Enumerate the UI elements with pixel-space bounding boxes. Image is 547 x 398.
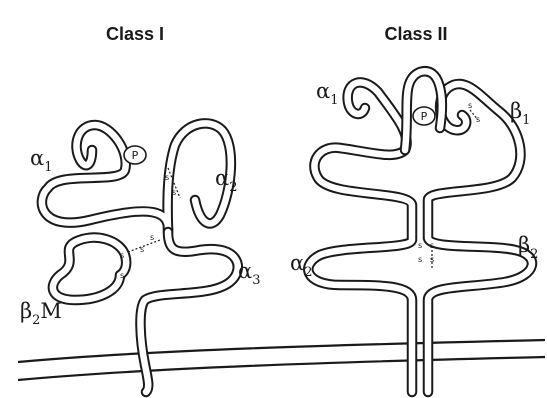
class-i-title: Class I (106, 24, 164, 44)
cell-membrane (18, 340, 545, 380)
class-i-s3: s (120, 251, 124, 260)
class-ii-s3: s (430, 241, 434, 250)
class-ii-title: Class II (384, 24, 447, 44)
class-i-peptide: P (124, 146, 146, 164)
class-ii-peptide: P (413, 107, 435, 125)
class-i-s6: s (150, 233, 154, 242)
class-ii-s2: s (418, 255, 422, 264)
class-i-peptide-label: P (132, 149, 139, 162)
class-ii-s1: s (418, 241, 422, 250)
class-ii-label-alpha1: α1 (316, 79, 338, 108)
class-i-s1: s (165, 173, 169, 182)
class-i-label-alpha1: α1 (30, 146, 52, 175)
class-ii-label-alpha2: α2 (290, 251, 312, 280)
class-ii-s6: s (476, 115, 480, 124)
class-i-alpha1-alpha2-domains (42, 123, 231, 232)
class-i-label-b2m: β2M (20, 299, 62, 328)
class-ii-s5: s (468, 101, 472, 110)
class-i-s2: s (172, 188, 176, 197)
class-i-b2m-domain (53, 238, 126, 300)
class-i-s5: s (140, 245, 144, 254)
class-i-s4: s (120, 271, 124, 280)
class-ii-peptide-label: P (421, 110, 428, 123)
class-ii-s4: s (430, 255, 434, 264)
class-i-label-alpha3: α3 (238, 259, 260, 288)
